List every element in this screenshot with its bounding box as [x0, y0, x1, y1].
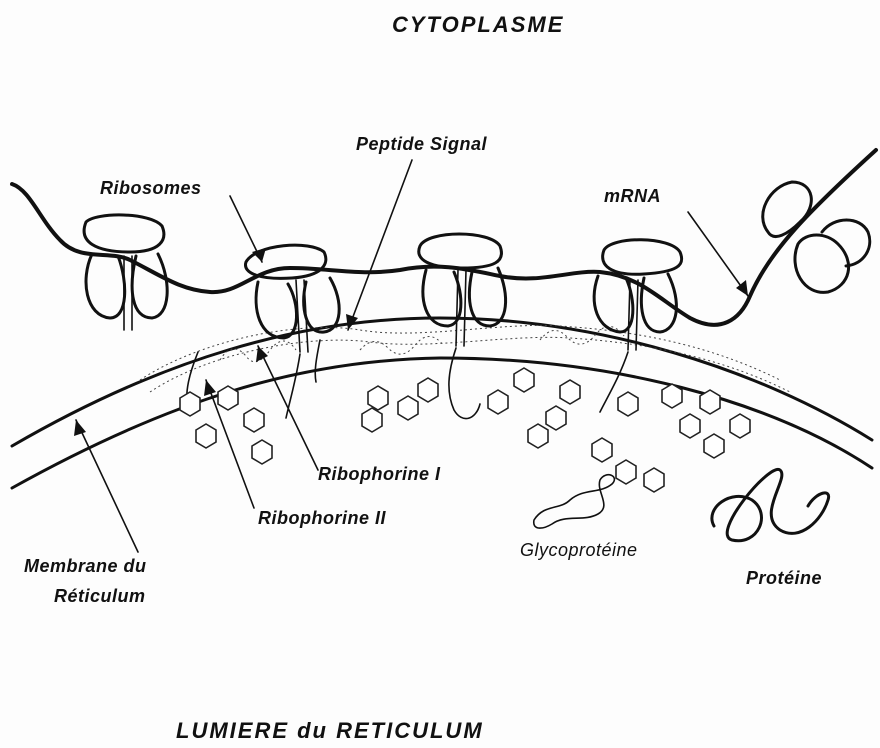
- lumen-label: LUMIERE du RETICULUM: [176, 718, 484, 744]
- sugar-rings: [180, 368, 750, 492]
- leader-lines: [74, 160, 748, 552]
- free-ribosome: [763, 182, 870, 292]
- cytoplasm-label: CYTOPLASME: [392, 12, 564, 38]
- ribosome-4: [594, 240, 682, 350]
- membrane-label-line2: Réticulum: [54, 586, 146, 607]
- arrowhead: [204, 380, 216, 396]
- ribosome-3: [419, 234, 506, 346]
- ribophorin-2-label: Ribophorine II: [258, 508, 386, 529]
- membrane-label-line1: Membrane du: [24, 556, 147, 577]
- ribosome-2: [245, 245, 339, 352]
- glycoprotein-label: Glycoprotéine: [520, 540, 638, 561]
- free-protein: [712, 469, 829, 540]
- glycoprotein-chain: [534, 475, 615, 528]
- ribophorin-1-label: Ribophorine I: [318, 464, 441, 485]
- ribosomes-label: Ribosomes: [100, 178, 202, 199]
- signal-peptide-label: Peptide Signal: [356, 134, 487, 155]
- arrowhead: [74, 420, 86, 436]
- protein-label: Protéine: [746, 568, 822, 589]
- mrna-strand: [12, 150, 876, 325]
- mrna-label: mRNA: [604, 186, 661, 207]
